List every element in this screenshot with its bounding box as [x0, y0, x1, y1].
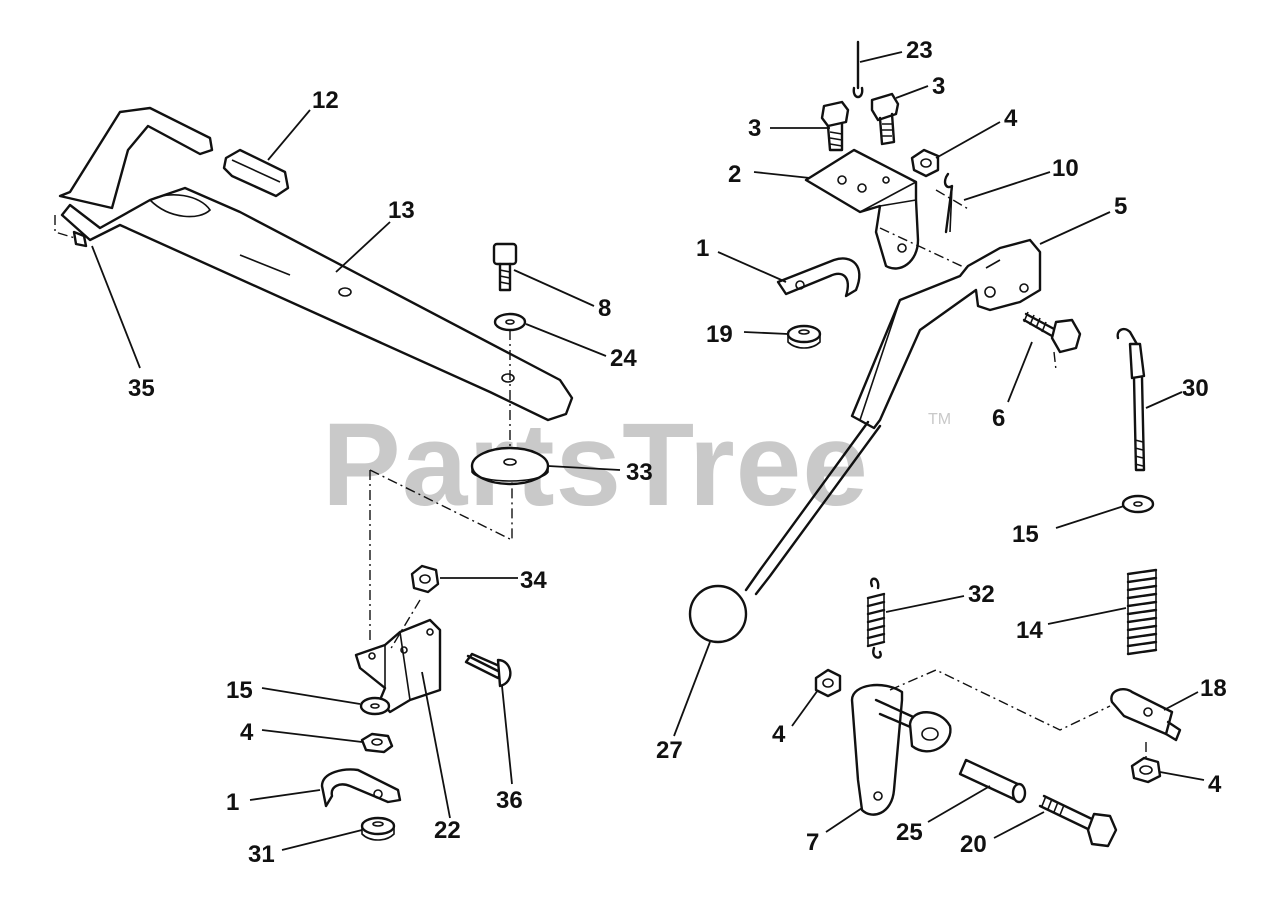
part-4-nut-right — [1130, 756, 1162, 784]
callout-15b: 15 — [1012, 521, 1039, 548]
part-4-nut-top — [910, 148, 940, 178]
watermark-text: PartsTree — [322, 399, 869, 531]
callout-31: 31 — [248, 841, 275, 868]
callout-4b: 4 — [1004, 105, 1018, 132]
part-2-bracket — [804, 148, 920, 270]
callout-36: 36 — [496, 787, 523, 814]
callout-35: 35 — [128, 375, 155, 402]
part-19-spacer — [786, 324, 822, 349]
callout-12: 12 — [312, 87, 339, 114]
callout-34: 34 — [520, 567, 547, 594]
callout-labels: 12 13 35 8 24 33 34 15 4 1 31 22 36 23 3… — [128, 37, 1227, 868]
callout-4c: 4 — [772, 721, 786, 748]
callout-22: 22 — [434, 817, 461, 844]
callout-32: 32 — [968, 581, 995, 608]
callout-6: 6 — [992, 405, 1005, 432]
part-5-lever-arm — [744, 238, 1042, 596]
part-24-washer — [493, 312, 527, 332]
part-23-cotter-pin — [852, 40, 864, 99]
callout-4: 4 — [240, 719, 254, 746]
part-4-nut-mid — [814, 668, 842, 698]
part-3-bolt — [820, 100, 850, 152]
callout-5: 5 — [1114, 193, 1127, 220]
part-14-spring — [1126, 568, 1158, 656]
part-1-clip-right — [776, 257, 861, 298]
part-7-arm — [850, 683, 924, 816]
callout-20: 20 — [960, 831, 987, 858]
callout-4d: 4 — [1208, 771, 1222, 798]
callout-15: 15 — [226, 677, 253, 704]
callout-25: 25 — [896, 819, 923, 846]
part-4-nut — [360, 732, 394, 754]
callout-7: 7 — [806, 829, 819, 856]
part-8-bolt — [492, 242, 518, 292]
callout-1: 1 — [226, 789, 239, 816]
callout-3b: 3 — [748, 115, 761, 142]
callout-13: 13 — [388, 197, 415, 224]
callout-27: 27 — [656, 737, 683, 764]
part-6-bolt — [1022, 311, 1082, 354]
part-22-bracket — [354, 618, 442, 714]
callout-8: 8 — [598, 295, 611, 322]
callout-23: 23 — [906, 37, 933, 64]
part-34-nut — [410, 564, 440, 594]
callout-30: 30 — [1182, 375, 1209, 402]
callout-14: 14 — [1016, 617, 1043, 644]
part-15-washer-right — [1121, 494, 1155, 514]
part-32-spring — [866, 577, 886, 659]
callout-19: 19 — [706, 321, 733, 348]
callout-1b: 1 — [696, 235, 709, 262]
part-27-knob — [688, 584, 748, 644]
leader-lines — [91, 51, 1205, 851]
callout-3: 3 — [932, 73, 945, 100]
part-1-clip — [320, 768, 402, 808]
part-18-pin — [1110, 688, 1182, 742]
part-33-washer — [470, 446, 550, 486]
part-3-bolt-b — [870, 92, 900, 146]
part-10-cotter-pin — [943, 172, 954, 234]
part-31-spacer — [360, 816, 396, 841]
callout-24: 24 — [610, 345, 637, 372]
callout-33: 33 — [626, 459, 653, 486]
part-25-sleeve — [958, 758, 1027, 804]
callout-18: 18 — [1200, 675, 1227, 702]
watermark-tm: TM — [928, 411, 951, 428]
part-12-pad — [222, 148, 290, 198]
part-15-washer — [359, 696, 391, 716]
part-13-lever-bar — [58, 106, 574, 422]
part-7-collar — [908, 711, 952, 753]
part-20-bolt — [1038, 794, 1118, 848]
part-35-clip — [72, 230, 88, 248]
part-36-bolt — [464, 652, 512, 688]
callout-10: 10 — [1052, 155, 1079, 182]
part-30-rod — [1116, 327, 1146, 472]
callout-2: 2 — [728, 161, 741, 188]
